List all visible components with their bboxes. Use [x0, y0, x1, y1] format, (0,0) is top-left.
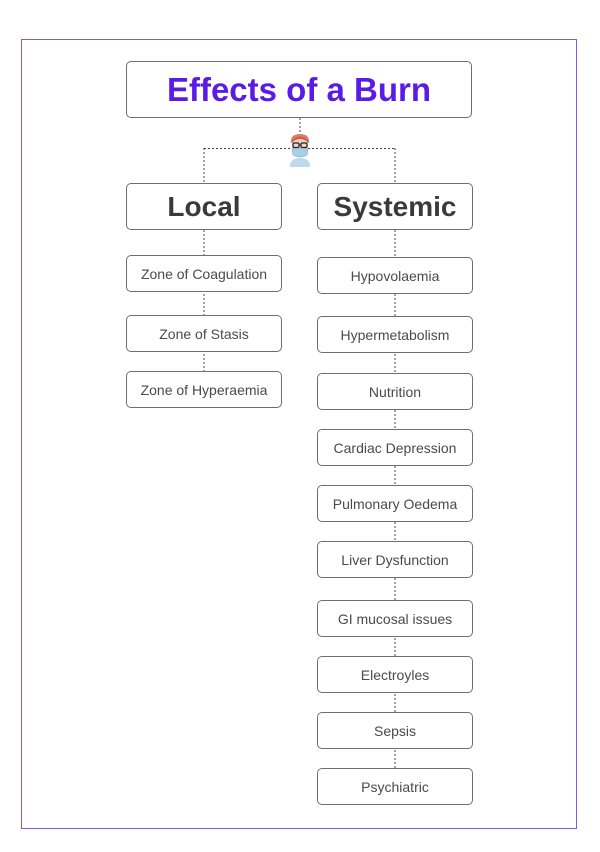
- title-box: Effects of a Burn: [126, 61, 472, 118]
- node-label: Nutrition: [368, 383, 422, 400]
- page-frame: [21, 39, 577, 829]
- node-label: GI mucosal issues: [337, 610, 453, 627]
- systemic-item-node: Cardiac Depression: [317, 429, 473, 466]
- systemic-item-node: GI mucosal issues: [317, 600, 473, 637]
- local-item-node: Zone of Stasis: [126, 315, 282, 352]
- systemic-item-node: Psychiatric: [317, 768, 473, 805]
- node-label: Zone of Coagulation: [140, 265, 268, 282]
- node-label: Hypovolaemia: [350, 267, 440, 284]
- node-label: Liver Dysfunction: [341, 551, 449, 568]
- systemic-item-node: Electroyles: [317, 656, 473, 693]
- local-item-node: Zone of Coagulation: [126, 255, 282, 292]
- local-item-node: Zone of Hyperaemia: [126, 371, 282, 408]
- node-label: Hypermetabolism: [340, 326, 450, 343]
- diagram-title: Effects of a Burn: [166, 70, 432, 108]
- category-label: Local: [167, 190, 241, 222]
- node-label: Electroyles: [360, 666, 430, 683]
- node-label: Pulmonary Oedema: [332, 495, 458, 512]
- systemic-item-node: Sepsis: [317, 712, 473, 749]
- category-systemic: Systemic: [317, 183, 473, 230]
- category-local: Local: [126, 183, 282, 230]
- systemic-item-node: Pulmonary Oedema: [317, 485, 473, 522]
- node-label: Sepsis: [373, 722, 417, 739]
- doctor-avatar-icon: [290, 134, 310, 167]
- node-label: Zone of Stasis: [159, 325, 249, 342]
- systemic-item-node: Hypermetabolism: [317, 316, 473, 353]
- systemic-item-node: Hypovolaemia: [317, 257, 473, 294]
- systemic-item-node: Nutrition: [317, 373, 473, 410]
- node-label: Zone of Hyperaemia: [140, 381, 268, 398]
- category-label: Systemic: [333, 190, 457, 222]
- systemic-item-node: Liver Dysfunction: [317, 541, 473, 578]
- node-label: Cardiac Depression: [333, 439, 457, 456]
- node-label: Psychiatric: [361, 778, 429, 795]
